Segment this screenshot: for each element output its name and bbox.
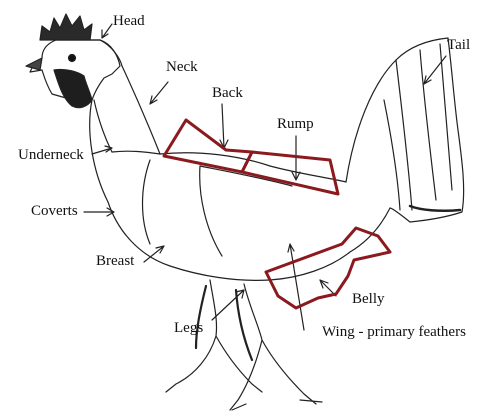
label-legs: Legs (174, 321, 203, 336)
arrow-back-label (220, 104, 228, 148)
label-underneck: Underneck (18, 148, 84, 163)
tail-outline (346, 38, 464, 222)
arrow-coverts-label (84, 208, 114, 216)
arrow-underneck-label (92, 146, 112, 154)
label-rump: Rump (277, 117, 314, 132)
comb (40, 14, 100, 40)
leg-right (230, 284, 316, 410)
label-neck: Neck (166, 60, 198, 75)
label-belly: Belly (352, 292, 385, 307)
arrow-neck-label (150, 82, 168, 104)
rump-region (242, 152, 338, 194)
beak (26, 58, 42, 70)
eye (69, 55, 76, 62)
label-breast: Breast (96, 254, 134, 269)
label-tail: Tail (447, 38, 470, 53)
label-back: Back (212, 86, 243, 101)
arrow-wing-label (288, 244, 304, 330)
body-outline (90, 100, 390, 280)
label-wing-primary-feathers: Wing - primary feathers (322, 325, 466, 340)
wattle (54, 69, 92, 107)
arrow-head-label (102, 24, 112, 38)
back-region (164, 120, 252, 172)
label-coverts: Coverts (31, 204, 78, 219)
label-head: Head (113, 14, 145, 29)
